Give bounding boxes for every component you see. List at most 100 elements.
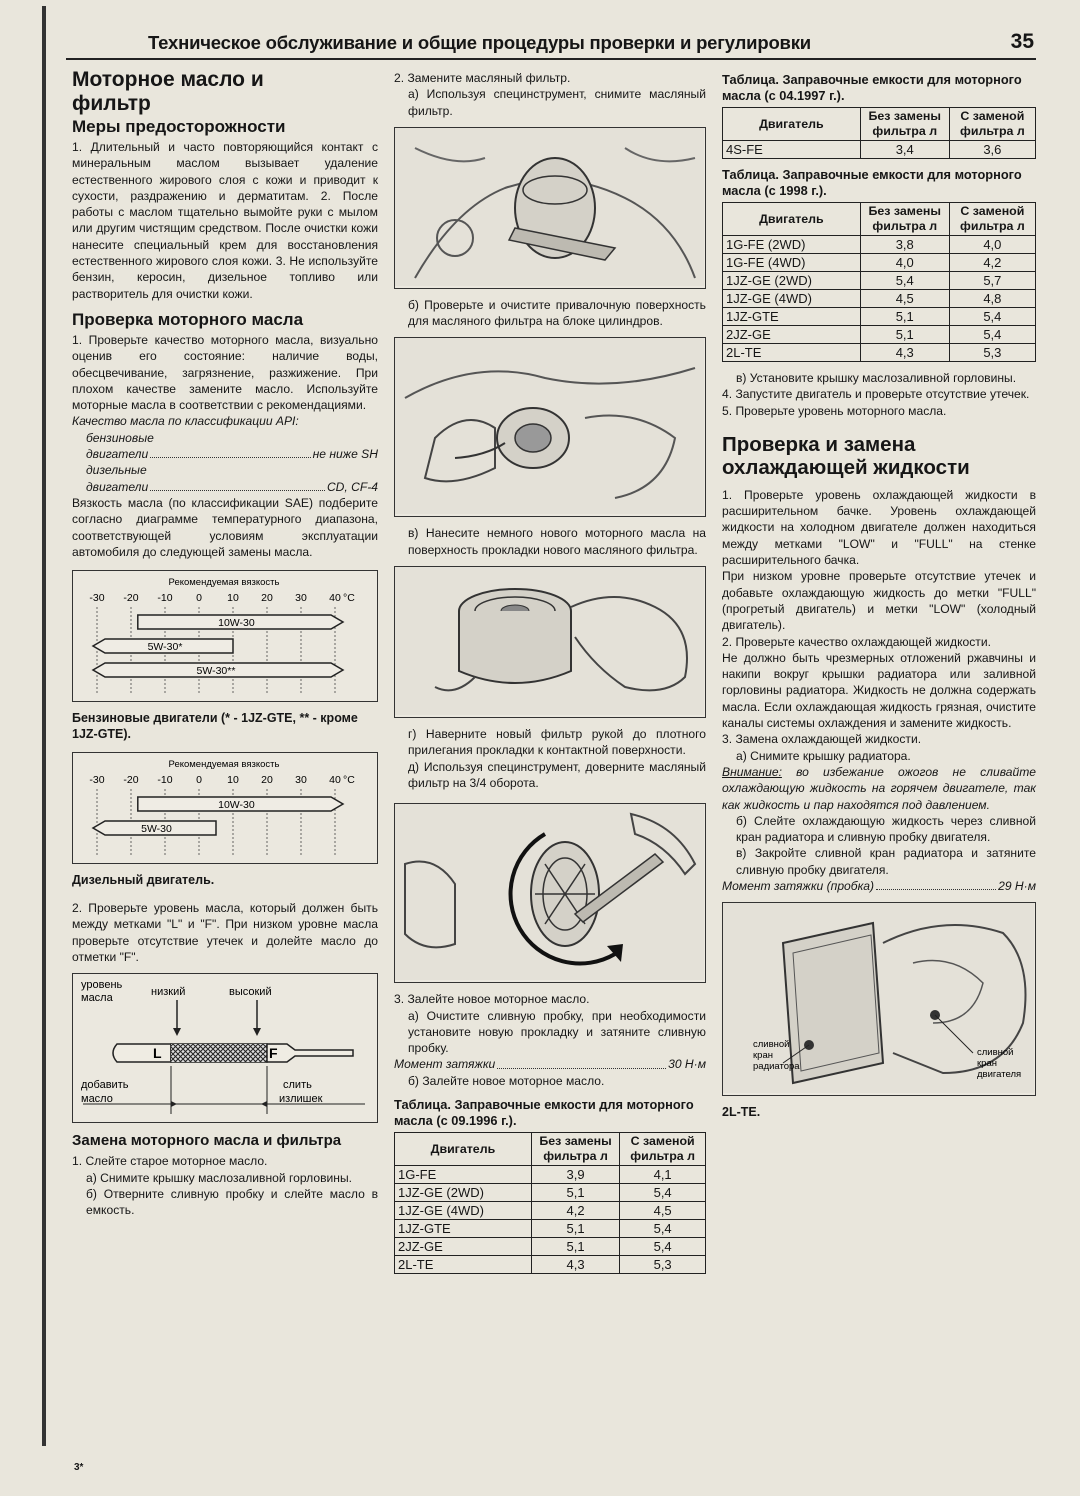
engine-cell: 1G-FE (4WD) (722, 253, 861, 272)
axis-tick-label: -30 (89, 592, 104, 604)
replace-step-1b: б) Отверните сливную пробку и слейте мас… (86, 1186, 378, 1218)
axis-tick-label: 10 (227, 592, 239, 604)
dipstick-level-label-2: масла (81, 992, 114, 1004)
filter-removal-illustration (395, 127, 704, 286)
capacity-without-filter: 4,3 (530, 1255, 621, 1275)
step-3: 3. Залейте новое моторное масло. (394, 992, 590, 1007)
axis-tick-label: 30 (295, 592, 307, 604)
radiator-cock-label-3: радиатора (753, 1061, 800, 1072)
figure-tighten-filter (394, 803, 706, 984)
capacity-table-1998: Двигатель Без замены фильтра л С заменой… (722, 202, 1037, 362)
torque-plug-value: 29 Н·м (998, 879, 1036, 894)
axis-tick-label: -10 (157, 592, 172, 604)
capacity-with-filter: 5,4 (948, 325, 1037, 344)
engine-cell: 1JZ-GTE (394, 1219, 532, 1239)
col-without-filter: Без замены фильтра л (530, 1132, 621, 1167)
capacity-with-filter: 5,4 (619, 1219, 706, 1239)
figure-mounting-surface (394, 337, 706, 518)
step-2a: а) Используя специнструмент, снимите мас… (408, 87, 706, 118)
torque-plug-row: Момент затяжки (пробка) 29 Н·м (722, 878, 1036, 894)
axis-tick-label: -20 (123, 592, 138, 604)
capacity-without-filter: 4,2 (530, 1201, 621, 1221)
capacity-with-filter: 5,3 (948, 343, 1037, 362)
page-title: Техническое обслуживание и общие процеду… (148, 32, 811, 53)
capacity-with-filter: 4,1 (619, 1165, 706, 1185)
table-header-row: Двигатель Без замены фильтра л С заменой… (394, 1132, 706, 1167)
axis-tick-label: 30 (295, 774, 307, 786)
capacity-with-filter: 4,0 (948, 235, 1037, 254)
leader-dots (150, 457, 311, 459)
chart-title: Рекомендуемая вязкость (169, 759, 280, 770)
mounting-surface-illustration (395, 338, 704, 515)
capacity-without-filter: 3,8 (859, 235, 950, 254)
leader-dots (876, 889, 997, 891)
engine-cell: 1JZ-GE (4WD) (394, 1201, 532, 1221)
coolant-3: 3. Замена охлаждающей жидкости. (722, 732, 922, 747)
drain-cocks-illustration: сливной кран радиатора сливной кран двиг… (723, 903, 1034, 1094)
engine-cell: 1G-FE (2WD) (722, 235, 861, 254)
engine-cock-label-3: двигателя (977, 1069, 1021, 1080)
capacity-without-filter: 5,1 (859, 325, 950, 344)
api-petrol-row: двигатели не ниже SH (72, 446, 378, 462)
viscosity-bar-label: 10W-30 (218, 617, 255, 629)
coolant-1b: При низком уровне проверьте отсутствие у… (722, 569, 1036, 633)
gasket-oil-illustration (395, 567, 704, 716)
dim-arrow (171, 1101, 177, 1108)
axis-tick-label: 40 (329, 774, 341, 786)
capacity-with-filter: 3,6 (948, 140, 1037, 159)
api-diesel-row: двигатели CD, CF-4 (72, 479, 378, 495)
precautions-text: 1. Длительный и часто повторяющийся конт… (72, 140, 378, 301)
viscosity-bar (137, 614, 345, 630)
dipstick-mark-f: F (269, 1045, 278, 1061)
engine-cell: 1JZ-GE (2WD) (394, 1183, 532, 1203)
replace-title: Замена моторного масла и фильтра (72, 1132, 342, 1150)
low-arrowhead (173, 1028, 181, 1037)
dipstick-mark-l: L (153, 1045, 162, 1061)
engine-cell: 4S-FE (722, 140, 861, 159)
engine-cell: 2L-TE (722, 343, 861, 362)
dipstick-tip (112, 1043, 172, 1064)
radiator-cock-label-2: кран (753, 1050, 773, 1061)
col-without-filter: Без замены фильтра л (859, 107, 950, 141)
drain-figure-caption: 2L-TE. (722, 1105, 761, 1120)
dipstick-shaft (266, 1043, 354, 1064)
axis-tick-label: 0 (196, 774, 202, 786)
section-title-oil: Моторное масло и (72, 68, 264, 91)
dipstick-low-label: низкий (151, 986, 185, 998)
coolant-title: Проверка и замена охлаждающей жидкости (722, 433, 1036, 479)
column-3: Таблица. Заправочные емкости для моторно… (722, 72, 1037, 1120)
dipstick-drain-label-1: слить (283, 1079, 312, 1091)
torque-row: Момент затяжки 30 Н·м (394, 1056, 706, 1072)
col-with-filter: С заменой фильтра л (948, 202, 1037, 236)
dipstick-level-label-1: уровень (81, 979, 123, 991)
engine-cell: 1JZ-GTE (722, 307, 861, 326)
coolant-3b: б) Слейте охлаждающую жидкость через сли… (736, 813, 1036, 845)
dipstick-svg: уровень масла низкий высокий L F (81, 979, 365, 1115)
unit-label: °C (343, 774, 355, 786)
viscosity-bar-label: 5W-30** (197, 665, 236, 677)
torque-value: 30 Н·м (668, 1057, 706, 1072)
capacity-without-filter: 3,4 (859, 140, 950, 159)
viscosity-bar (91, 662, 345, 678)
col-engine: Двигатель (722, 202, 861, 236)
step-v: в) Установите крышку маслозаливной горло… (736, 371, 1017, 385)
step-2b: б) Проверьте и очистите привалочную пове… (408, 297, 706, 329)
api-petrol-1: бензиновые (86, 430, 154, 445)
binding-edge (42, 6, 46, 1446)
axis-tick-label: -20 (123, 774, 138, 786)
step-2d: д) Используя специнструмент, доверните м… (408, 759, 706, 790)
api-petrol-2: двигатели (86, 447, 149, 462)
